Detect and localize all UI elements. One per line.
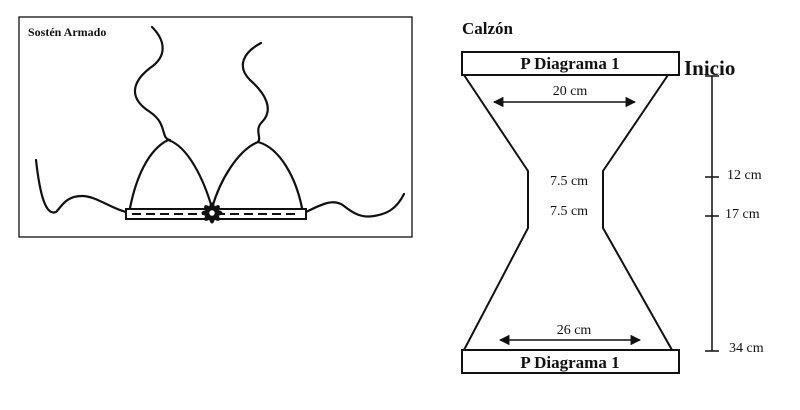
bottom-band-label: P Diagrama 1	[520, 353, 619, 372]
bra-title: Sostén Armado	[28, 25, 106, 39]
bra-illustration	[34, 25, 406, 218]
bra-frame	[18, 16, 413, 238]
flower-icon	[201, 202, 223, 224]
top-width-label: 20 cm	[553, 84, 588, 99]
panty-panel: Calzón P Diagrama 1 Inicio P Diagrama 1 …	[461, 19, 735, 374]
crotch-width-upper: 7.5 cm	[550, 174, 588, 189]
top-band-label: P Diagrama 1	[520, 54, 619, 73]
scale-mark-17: 17 cm	[725, 207, 760, 222]
top-band	[461, 51, 680, 76]
bra-panel: Sostén Armado	[18, 16, 413, 238]
left-tie	[34, 158, 128, 214]
bottom-width-label: 26 cm	[557, 323, 592, 338]
bottom-band	[461, 349, 680, 374]
crotch-width-lower: 7.5 cm	[550, 204, 588, 219]
left-cup	[128, 138, 214, 210]
panty-outline	[463, 74, 673, 351]
left-strap	[133, 25, 172, 142]
right-strap	[241, 41, 269, 144]
length-scale: 12 cm 17 cm 34 cm	[705, 75, 764, 356]
panty-title: Calzón	[462, 19, 514, 38]
scale-mark-34: 34 cm	[729, 341, 764, 356]
right-cup	[210, 140, 304, 210]
right-tie	[304, 192, 406, 218]
scale-mark-12: 12 cm	[727, 168, 762, 183]
